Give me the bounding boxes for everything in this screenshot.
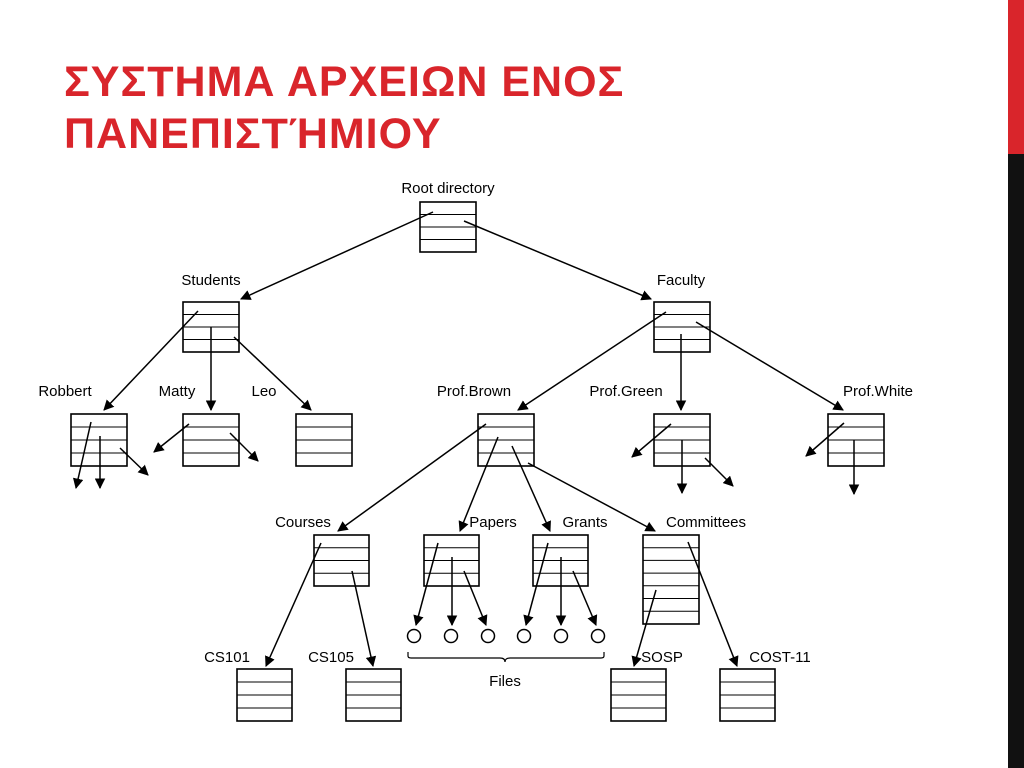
directory-box-leo bbox=[295, 413, 353, 467]
file-node bbox=[553, 628, 569, 644]
edge-prof-green-file-3 bbox=[704, 457, 734, 487]
label-cost-11: COST-11 bbox=[749, 649, 810, 666]
directory-box-matty bbox=[182, 413, 240, 467]
label-robbert: Robbert bbox=[38, 383, 92, 400]
directory-box-cs105 bbox=[345, 668, 402, 722]
edge-prof-green-file-1 bbox=[631, 423, 672, 458]
edge-robbert-file-1 bbox=[72, 421, 92, 490]
edge-students-leo bbox=[233, 336, 312, 411]
label-files: Files bbox=[489, 673, 521, 690]
directory-box-sosp bbox=[610, 668, 667, 722]
label-faculty: Faculty bbox=[657, 272, 706, 289]
directory-box-committees bbox=[642, 534, 700, 625]
slide-title-line-1: ΣΥΣΤΗΜΑ ΑΡΧΕΙΩΝ ΕΝΟΣ bbox=[64, 58, 625, 106]
edge-grants-file-1 bbox=[523, 542, 549, 627]
accent-bar-red bbox=[1008, 0, 1024, 154]
edge-root-students bbox=[240, 211, 434, 300]
label-prof-brown: Prof.Brown bbox=[437, 383, 511, 400]
accent-bar-black bbox=[1008, 154, 1024, 768]
files-brace bbox=[407, 652, 605, 663]
edge-prof-brown-courses bbox=[337, 423, 487, 532]
edge-committees-cost-11 bbox=[687, 541, 739, 667]
edge-prof-brown-grants bbox=[511, 445, 551, 532]
label-courses: Courses bbox=[275, 514, 331, 531]
label-prof-white: Prof.White bbox=[843, 383, 913, 400]
edge-matty-file-1 bbox=[153, 423, 190, 453]
edge-robbert-file-3 bbox=[119, 447, 149, 476]
directory-box-root bbox=[419, 201, 477, 253]
edge-faculty-prof-white bbox=[695, 321, 844, 411]
label-leo: Leo bbox=[251, 383, 276, 400]
label-committees: Committees bbox=[666, 514, 746, 531]
edge-papers-file-1 bbox=[413, 542, 439, 627]
directory-box-courses bbox=[313, 534, 370, 587]
directory-box-robbert bbox=[70, 413, 128, 467]
directory-box-cs101 bbox=[236, 668, 293, 722]
label-cs101: CS101 bbox=[204, 649, 250, 666]
directory-box-faculty bbox=[653, 301, 711, 353]
edge-prof-brown-papers bbox=[458, 436, 499, 532]
slide-title-line-2: ΠΑΝΕΠΙΣΤΉΜΙΟΥ bbox=[64, 110, 442, 158]
edge-papers-file-3 bbox=[463, 570, 488, 626]
label-prof-green: Prof.Green bbox=[589, 383, 662, 400]
edge-root-faculty bbox=[463, 220, 652, 301]
edge-faculty-prof-brown bbox=[517, 311, 667, 411]
edge-prof-white-file-1 bbox=[805, 422, 845, 457]
label-papers: Papers bbox=[469, 514, 517, 531]
label-sosp: SOSP bbox=[641, 649, 683, 666]
directory-box-prof-brown bbox=[477, 413, 535, 467]
label-students: Students bbox=[181, 272, 240, 289]
directory-box-cost-11 bbox=[719, 668, 776, 722]
slide-title: ΣΥΣΤΗΜΑ ΑΡΧΕΙΩΝ ΕΝΟΣ ΠΑΝΕΠΙΣΤΉΜΙΟΥ bbox=[64, 56, 964, 160]
edge-matty-file-2 bbox=[229, 432, 259, 462]
file-node bbox=[516, 628, 532, 644]
label-cs105: CS105 bbox=[308, 649, 354, 666]
edge-courses-cs101 bbox=[265, 542, 322, 667]
edge-students-robbert bbox=[103, 310, 199, 411]
file-node bbox=[406, 628, 422, 644]
label-grants: Grants bbox=[562, 514, 607, 531]
file-node bbox=[443, 628, 459, 644]
edge-courses-cs105 bbox=[351, 570, 377, 668]
edge-grants-file-3 bbox=[572, 570, 598, 626]
edge-prof-brown-committees bbox=[527, 462, 656, 532]
file-node bbox=[590, 628, 606, 644]
directory-box-prof-white bbox=[827, 413, 885, 467]
label-root-directory: Root directory bbox=[401, 180, 495, 197]
file-node bbox=[480, 628, 496, 644]
edge-committees-sosp bbox=[631, 589, 657, 668]
label-matty: Matty bbox=[159, 383, 196, 400]
